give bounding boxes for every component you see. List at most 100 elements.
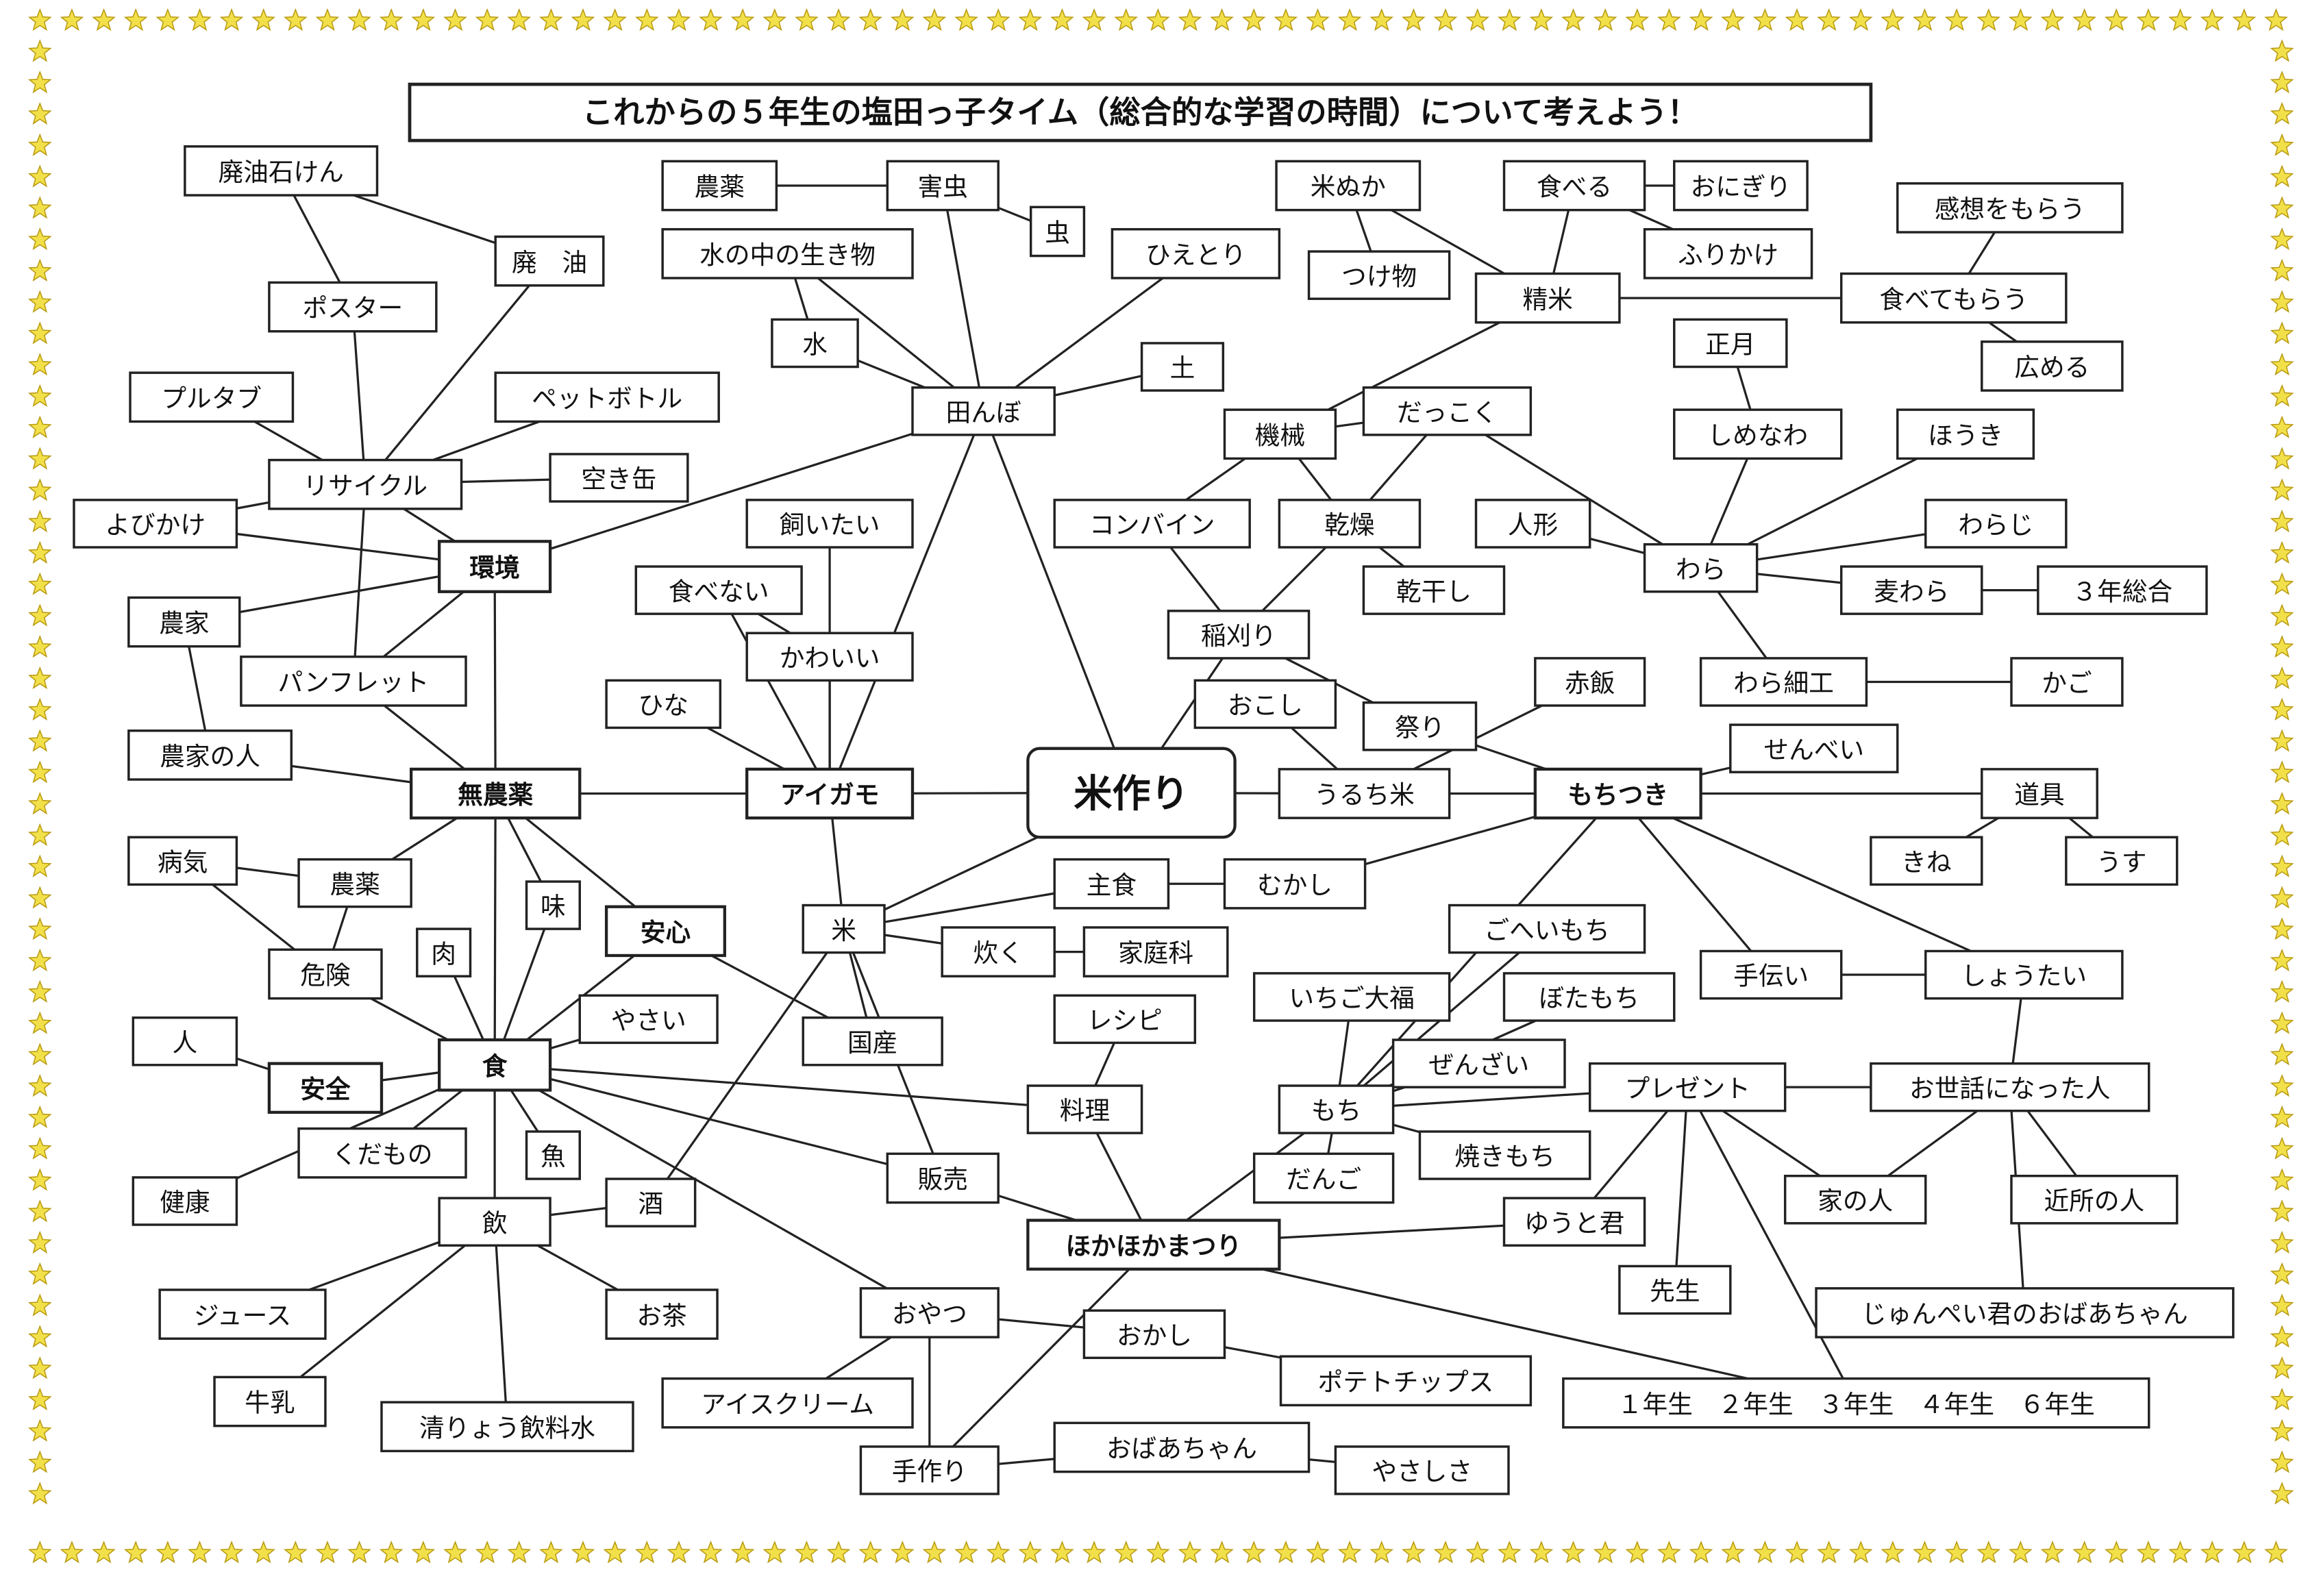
star-icon: [1944, 1541, 1969, 1564]
star-icon: [27, 353, 52, 376]
node-label: もちつき: [1567, 780, 1668, 810]
node: おにぎり: [1673, 160, 1809, 212]
node-label: 清りょう飲料水: [419, 1413, 595, 1443]
connector-line: [982, 410, 1132, 794]
central-node: 米作り: [1026, 747, 1237, 839]
node-box: [2065, 836, 2179, 886]
node-box: [380, 1401, 634, 1453]
star-icon: [1433, 1541, 1458, 1564]
node: 危険: [268, 948, 383, 1000]
node-label: かわいい: [780, 643, 880, 673]
node-box: [494, 371, 720, 423]
node-label: １年生 ２年生 ３年生 ４年生 ６年生: [1617, 1390, 2095, 1419]
star-icon: [1848, 1541, 1873, 1564]
star-icon: [1976, 1541, 2001, 1564]
star-icon: [1721, 8, 1746, 32]
node-label: いちご大福: [1289, 984, 1414, 1013]
star-icon: [667, 8, 691, 32]
node: 農家の人: [127, 730, 293, 781]
star-icon: [156, 8, 180, 32]
node: おばあちゃん: [1053, 1421, 1311, 1473]
node-label: 健康: [160, 1188, 210, 1217]
node-box: [886, 1152, 1000, 1204]
node-box: [1643, 543, 1759, 593]
star-icon: [27, 572, 52, 595]
node-box: [1223, 858, 1367, 910]
star-icon: [60, 8, 84, 32]
node-label: 廃油石けん: [218, 158, 343, 187]
star-icon: [1881, 1541, 1905, 1564]
star-icon: [27, 1325, 52, 1348]
node-box: [494, 235, 605, 287]
node-box: [132, 1176, 238, 1226]
connector-line: [351, 306, 367, 485]
node: プレゼント: [1588, 1062, 1787, 1112]
node-label: 食べる: [1537, 173, 1612, 202]
node-label: 料理: [1060, 1096, 1110, 1125]
node-box: [1502, 1197, 1646, 1247]
node-box: [268, 458, 463, 510]
star-icon: [1465, 1541, 1489, 1564]
node-box: [1362, 386, 1533, 436]
node-label: 販売: [918, 1165, 968, 1195]
node-box: [859, 1287, 1000, 1338]
node-box: [911, 386, 1056, 436]
node-box: [127, 836, 238, 886]
node: ごへいもち: [1448, 903, 1646, 954]
node-box: [1391, 1038, 1566, 1088]
node: しめなわ: [1673, 408, 1843, 460]
node-box: [634, 565, 803, 615]
node: ポスター: [268, 281, 438, 333]
node: 害虫: [886, 160, 1000, 212]
node: 人形: [1474, 499, 1591, 549]
node: 機械: [1223, 408, 1337, 460]
star-icon: [571, 1541, 595, 1564]
node-label: しめなわ: [1707, 421, 1808, 450]
star-icon: [795, 8, 819, 32]
star-icon: [27, 1230, 52, 1254]
node-box: [859, 1445, 1000, 1495]
node: レシピ: [1053, 994, 1197, 1045]
node-box: [297, 858, 412, 908]
node-label: ゆうと君: [1524, 1208, 1625, 1238]
node-box: [267, 1062, 384, 1114]
star-icon: [1050, 8, 1074, 32]
node-box: [127, 730, 293, 781]
connector-line: [1153, 1243, 1857, 1404]
star-icon: [1018, 1541, 1043, 1564]
star-icon: [1817, 1541, 1841, 1564]
node: パンフレット: [240, 656, 467, 707]
node: 麦わら: [1839, 565, 1983, 615]
node-label: 農家の人: [160, 742, 260, 771]
star-icon: [1241, 8, 1266, 32]
star-icon: [27, 854, 52, 877]
node-box: [184, 145, 379, 197]
node-label: かご: [2042, 669, 2092, 698]
node-label: 農薬: [695, 173, 745, 202]
star-icon: [1306, 8, 1330, 32]
node-label: ぼたもち: [1539, 984, 1639, 1013]
star-icon: [2168, 1541, 2192, 1564]
node-label: 乾干し: [1396, 577, 1472, 606]
node-label: ポスター: [303, 294, 404, 323]
node-box: [409, 767, 582, 820]
node-box: [1618, 1264, 1732, 1315]
star-icon: [1593, 1541, 1617, 1564]
connector-line: [493, 1221, 509, 1427]
star-icon: [27, 1199, 52, 1223]
node-box: [1029, 205, 1086, 258]
star-icon: [219, 1541, 244, 1564]
star-icon: [2270, 447, 2294, 470]
star-icon: [2270, 1293, 2294, 1317]
node-label: やさしさ: [1372, 1457, 1472, 1486]
star-icon: [1497, 8, 1522, 32]
node-box: [1981, 340, 2124, 392]
node-box: [771, 318, 859, 369]
node: 廃 油: [494, 235, 605, 287]
star-icon: [27, 321, 52, 345]
star-icon: [2270, 290, 2294, 313]
star-icon: [1529, 1541, 1554, 1564]
connector-line: [1446, 410, 1702, 569]
node: 味: [525, 880, 581, 930]
node-label: 先生: [1650, 1277, 1700, 1306]
